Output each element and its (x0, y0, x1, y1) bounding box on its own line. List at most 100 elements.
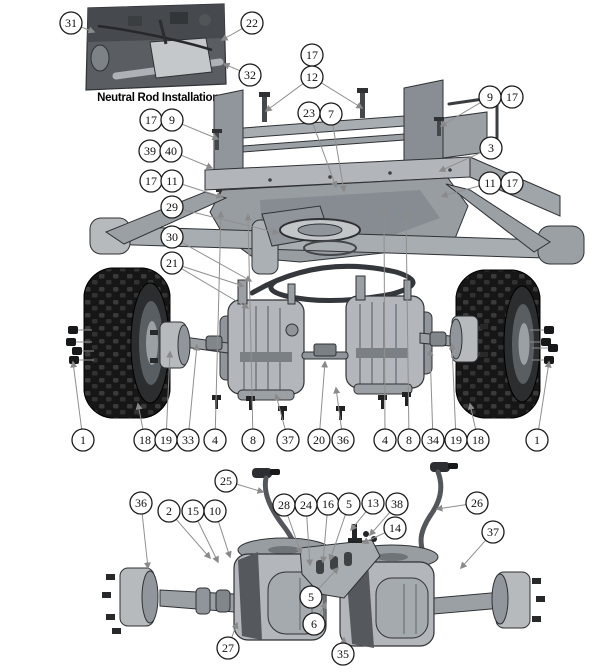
callout-balloon (160, 169, 184, 193)
callout-number: 10 (209, 504, 221, 518)
leader-line (70, 360, 83, 430)
callout-balloon (216, 636, 240, 660)
callout-number: 17 (506, 90, 518, 104)
callout-number: 31 (65, 16, 77, 30)
callout-number: 15 (187, 504, 199, 518)
callout-number: 4 (382, 433, 388, 447)
leader-line (135, 402, 144, 430)
callout-number: 20 (313, 433, 325, 447)
callout-number: 28 (278, 498, 290, 512)
control-rod-right (418, 469, 444, 555)
callout-balloon (337, 492, 361, 516)
callout-number: 34 (427, 433, 439, 447)
callout-number: 19 (160, 433, 172, 447)
inset-block (128, 16, 142, 26)
leader-line (188, 343, 200, 430)
callout-balloon (214, 469, 238, 493)
callout-number: 26 (471, 496, 483, 510)
callout-balloon (361, 491, 385, 515)
coil-spring (249, 263, 416, 304)
leader-line (306, 515, 314, 567)
frame-arm-right (445, 183, 551, 253)
callout-balloon (160, 195, 184, 219)
leader-line (448, 342, 457, 430)
cross-rail (242, 133, 405, 153)
leader-line (328, 514, 346, 562)
callout-balloon (479, 136, 503, 160)
callout-balloon (466, 428, 490, 452)
leader-line (460, 539, 487, 570)
callout-number: 23 (303, 106, 315, 120)
leader-line (321, 82, 364, 109)
u-joint-right (429, 331, 447, 347)
callout-balloon (276, 428, 300, 452)
rim-center (518, 323, 530, 365)
callout-number: 18 (472, 433, 484, 447)
leader-line (467, 402, 477, 430)
callout-number: 3 (488, 141, 494, 155)
leader-line (222, 62, 241, 72)
leader-line (319, 601, 327, 615)
leader-line (182, 183, 224, 199)
lug-nuts-left (66, 326, 94, 364)
callout-number: 27 (222, 641, 234, 655)
leader-line (231, 621, 239, 638)
leader-line (369, 511, 391, 537)
callout-number: 11 (166, 174, 178, 188)
callout-balloon (241, 428, 265, 452)
callout-number: 36 (135, 496, 147, 510)
leader-line (220, 27, 243, 41)
callout-number: 2 (166, 504, 172, 518)
callout-number: 33 (182, 433, 194, 447)
callout-balloon (331, 428, 355, 452)
callout-balloon (500, 85, 524, 109)
leader-line (439, 102, 481, 127)
callout-balloon (238, 63, 262, 87)
callout-number: 36 (337, 433, 349, 447)
leader-line (332, 124, 347, 193)
leader-line (165, 350, 174, 430)
callout-balloon (160, 225, 184, 249)
leader-line (182, 265, 245, 288)
callout-balloon (331, 642, 355, 666)
inset-fitting (199, 14, 211, 26)
callout-number: 11 (484, 176, 496, 190)
callout-balloon (385, 492, 409, 516)
inset-lever (158, 19, 168, 45)
linkage-lever (348, 524, 377, 543)
leader-line (141, 513, 151, 570)
callout-number: 17 (145, 113, 157, 127)
leader-line (319, 360, 329, 430)
leader-line (312, 123, 338, 189)
callout-number: 8 (250, 433, 256, 447)
callout-number: 9 (487, 90, 493, 104)
callout-balloon (525, 428, 549, 452)
wheel-right (455, 269, 541, 419)
transaxle-unit-left (102, 537, 331, 641)
transaxle-left (219, 279, 305, 401)
callout-number: 4 (212, 433, 218, 447)
leader-line (244, 213, 254, 430)
leader-line (181, 123, 220, 141)
callout-balloon (302, 612, 326, 636)
callout-balloon (481, 520, 505, 544)
leader-line (402, 210, 410, 430)
leader-line (435, 504, 467, 512)
neutral-rod-inset: Neutral Rod Installation (85, 3, 227, 104)
callout-number: 37 (487, 525, 499, 539)
callout-number: 32 (244, 68, 256, 82)
callout-balloon (319, 102, 343, 126)
callout-number: 39 (144, 144, 156, 158)
ball-joint-left (252, 468, 272, 478)
callout-balloon (383, 516, 407, 540)
inset-block (170, 12, 188, 24)
leader-line (175, 518, 211, 560)
callout-balloon (59, 11, 83, 35)
leader-line (361, 532, 386, 544)
leader-line (264, 83, 304, 112)
inset-cylinder (90, 44, 110, 72)
callout-number: 14 (389, 521, 401, 535)
callout-balloon (157, 499, 181, 523)
